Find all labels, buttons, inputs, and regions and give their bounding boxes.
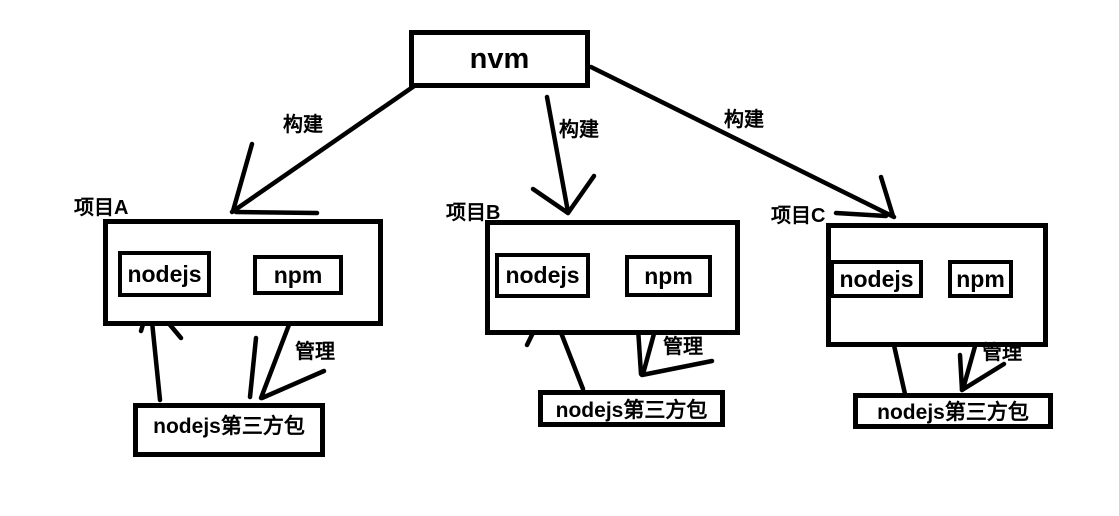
label-project-a: 项目A [74, 197, 129, 219]
node-npm-c: npm [948, 260, 1013, 298]
node-nodejs-c: nodejs [830, 260, 923, 298]
edge-nvm-project-a [229, 70, 436, 216]
edge-label-manage-a: 管理 [295, 341, 335, 363]
edge-label-build-b: 构建 [559, 119, 599, 141]
label-project-c: 项目C [771, 205, 826, 227]
edge-nvm-project-c [588, 64, 897, 220]
node-npm-b: npm [625, 255, 712, 297]
edge-label-manage-c: 管理 [982, 342, 1022, 364]
node-package-a: nodejs第三方包 [133, 403, 325, 457]
node-nodejs-a: nodejs [118, 251, 211, 297]
node-package-c: nodejs第三方包 [853, 393, 1053, 429]
label-project-b: 项目B [446, 202, 501, 224]
node-nodejs-b: nodejs [495, 253, 590, 298]
node-npm-a: npm [253, 255, 343, 295]
edge-label-build-c: 构建 [724, 109, 764, 131]
edge-label-build-a: 构建 [283, 114, 323, 136]
edge-label-manage-b: 管理 [663, 336, 703, 358]
node-package-b: nodejs第三方包 [538, 390, 725, 427]
node-nvm: nvm [409, 30, 590, 88]
